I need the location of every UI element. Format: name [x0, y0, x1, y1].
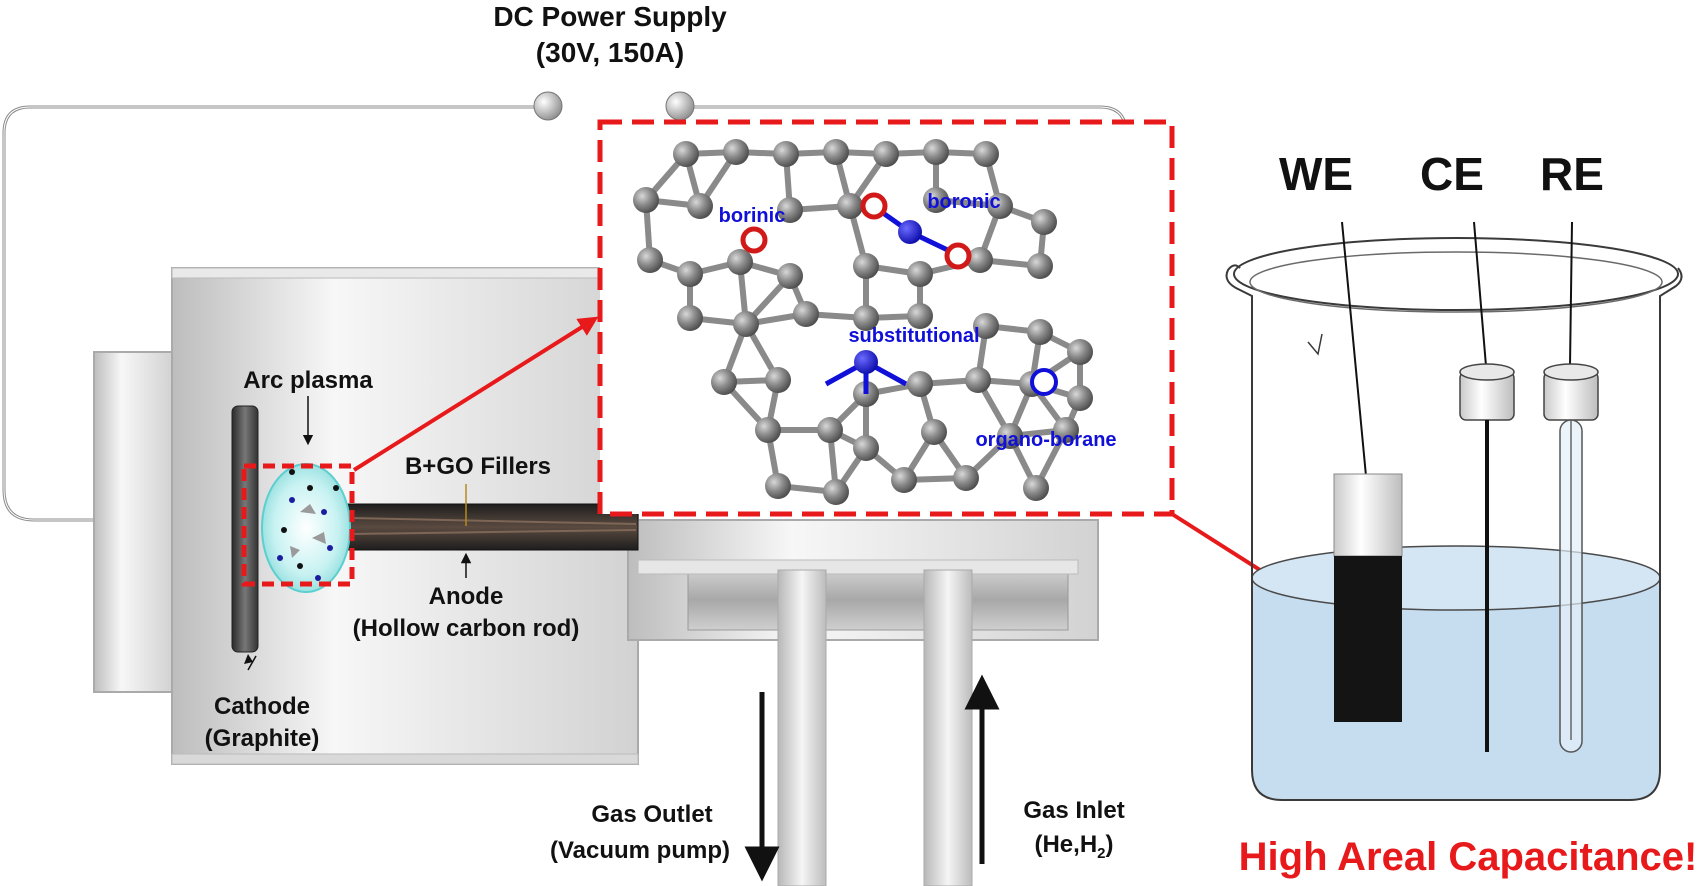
gas-outlet-pipe	[777, 569, 827, 886]
carbon-atom	[1067, 339, 1093, 365]
organo-borane-boron-atom	[1030, 368, 1058, 396]
cathode-desc: (Graphite)	[205, 725, 320, 752]
carbon-atom	[711, 369, 737, 395]
boronic-oxygen-atom	[860, 192, 888, 220]
gas-inlet-pipe	[923, 569, 973, 886]
carbon-atom	[765, 473, 791, 499]
carbon-atom	[907, 371, 933, 397]
headline: High Areal Capacitance!	[1239, 835, 1698, 879]
carbon-atom	[873, 141, 899, 167]
anode-desc: (Hollow carbon rod)	[353, 615, 580, 642]
carbon-atom	[1067, 385, 1093, 411]
we-contact	[1333, 473, 1403, 557]
carbon-atom	[923, 139, 949, 165]
carbon-atom	[921, 419, 947, 445]
gas-outlet-desc: (Vacuum pump)	[550, 837, 730, 864]
exhaust-block	[687, 569, 1069, 631]
carbon-atom	[773, 141, 799, 167]
carbon-atom	[987, 193, 1013, 219]
carbon-atom	[673, 141, 699, 167]
carbon-atom	[967, 247, 993, 273]
borinic-oxygen-atom	[740, 226, 768, 254]
carbon-atom	[1027, 253, 1053, 279]
carbon-atom	[953, 465, 979, 491]
carbon-atom	[633, 187, 659, 213]
gas-inlet-desc: (He,H2)	[1034, 831, 1113, 862]
arc-plasma-label: Arc plasma	[243, 367, 373, 394]
gas-outlet-title: Gas Outlet	[591, 801, 712, 828]
plasma-particles	[277, 469, 339, 581]
power-supply-title: DC Power Supply	[493, 1, 727, 32]
carbon-atom	[973, 141, 999, 167]
carbon-atom	[965, 367, 991, 393]
carbon-atom	[727, 249, 753, 275]
label-organo-borane: organo-borane	[975, 429, 1116, 451]
carbon-atom	[765, 367, 791, 393]
carbon-atom	[733, 311, 759, 337]
carbon-atom	[997, 423, 1023, 449]
arc-plasma	[261, 463, 351, 593]
fillers-label: B+GO Fillers	[405, 453, 551, 480]
carbon-atom	[973, 313, 999, 339]
cathode-title: Cathode	[214, 693, 310, 720]
carbon-atom	[837, 193, 863, 219]
carbon-atom	[637, 247, 663, 273]
boronic-boron-atom	[898, 220, 922, 244]
carbon-atom	[1053, 417, 1079, 443]
carbon-atom	[777, 263, 803, 289]
power-circuit	[2, 91, 1128, 522]
carbon-atom	[907, 303, 933, 329]
re-label: RE	[1540, 148, 1604, 200]
carbon-atom	[823, 479, 849, 505]
carbon-atom	[823, 139, 849, 165]
zoom-arrow-structure	[352, 316, 599, 472]
terminal-negative	[533, 91, 563, 121]
carbon-atom	[907, 261, 933, 287]
carbon-atom	[677, 261, 703, 287]
carbon-atom	[1031, 209, 1057, 235]
carbon-atom	[677, 305, 703, 331]
we-label: WE	[1279, 148, 1353, 200]
chamber-end-plate	[93, 351, 173, 693]
carbon-atom	[891, 467, 917, 493]
beaker-wall	[1225, 264, 1683, 801]
power-supply-rating: (30V, 150A)	[536, 37, 684, 68]
terminal-positive	[665, 91, 695, 121]
ce-label: CE	[1420, 148, 1484, 200]
carbon-atom	[723, 139, 749, 165]
carbon-atom	[1023, 475, 1049, 501]
label-borinic: borinic	[719, 205, 786, 227]
carbon-atom	[817, 417, 843, 443]
carbon-atom	[853, 435, 879, 461]
structure-zoom-frame	[597, 119, 1175, 517]
we-electrode	[1334, 556, 1402, 722]
carbon-atom	[853, 305, 879, 331]
substitutional-boron-atom	[854, 350, 878, 374]
carbon-atom	[777, 197, 803, 223]
boronic-hydroxyl-atom	[944, 242, 972, 270]
carbon-atom	[755, 417, 781, 443]
carbon-atom	[793, 301, 819, 327]
anode-rod	[347, 503, 639, 551]
carbon-atom	[853, 253, 879, 279]
carbon-atom	[687, 193, 713, 219]
electrochemical-cell	[1225, 237, 1683, 801]
gas-inlet-title: Gas Inlet	[1023, 797, 1124, 824]
label-boronic: boronic	[927, 191, 1000, 213]
label-substitutional: substitutional	[848, 325, 979, 347]
carbon-atom	[1027, 319, 1053, 345]
anode-title: Anode	[429, 583, 504, 610]
graphene-lattice	[633, 139, 1093, 505]
carbon-atom	[923, 187, 949, 213]
